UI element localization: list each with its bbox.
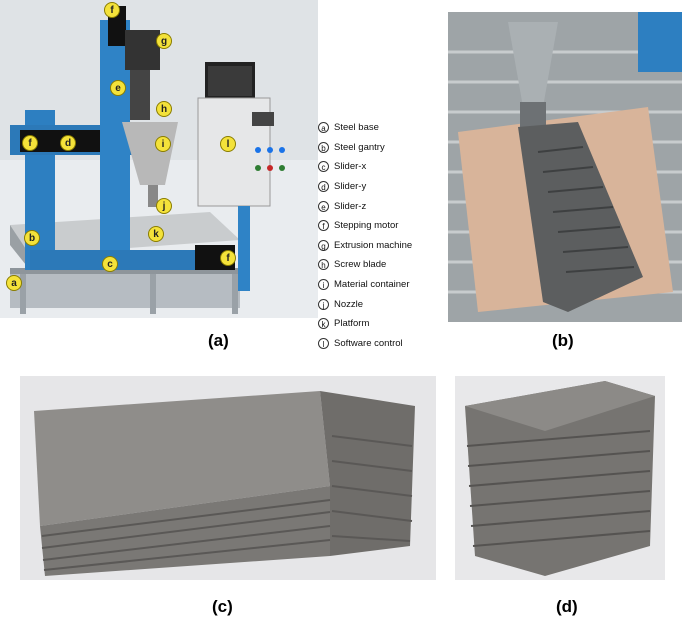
legend-letter: b [318, 141, 329, 153]
legend-letter: l [318, 337, 329, 349]
caption-b: (b) [552, 331, 574, 350]
legend-letter: h [318, 259, 329, 271]
legend-letter: f [318, 220, 329, 232]
legend-label: Steel base [334, 122, 379, 134]
callout-k: k [148, 226, 164, 242]
legend-letter: a [318, 122, 329, 134]
caption-d: (d) [556, 597, 578, 616]
legend-item: f Stepping motor [318, 216, 458, 236]
legend-label: Material container [334, 279, 410, 291]
legend-letter: j [318, 298, 329, 310]
legend-label: Stepping motor [334, 220, 399, 232]
printing-illustration [448, 12, 682, 322]
legend-label: Slider-z [334, 200, 367, 212]
photo-printed-block-short [455, 376, 665, 580]
callout-a: a [6, 275, 22, 291]
callout-f-right: f [220, 250, 236, 266]
legend-letter: i [318, 279, 329, 291]
legend-label: Software control [334, 337, 403, 349]
block-short-illustration [455, 376, 665, 580]
legend-item: c Slider-x [318, 157, 458, 177]
caption-a: (a) [208, 331, 229, 350]
callout-e: e [110, 80, 126, 96]
caption-c: (c) [212, 597, 233, 616]
legend-label: Extrusion machine [334, 239, 413, 251]
legend-item: j Nozzle [318, 294, 458, 314]
legend-item: e Slider-z [318, 196, 458, 216]
legend-item: d Slider-y [318, 177, 458, 197]
callout-f-left: f [22, 135, 38, 151]
photo-printing-process [448, 12, 682, 322]
legend-label: Platform [334, 318, 370, 330]
legend-label: Screw blade [334, 259, 387, 271]
legend-item: a Steel base [318, 118, 458, 138]
callout-f-top: f [104, 2, 120, 18]
legend-item: g Extrusion machine [318, 236, 458, 256]
legend-item: h Screw blade [318, 255, 458, 275]
legend-letter: g [318, 239, 329, 251]
legend-letter: e [318, 200, 329, 212]
photo-printed-block-long [20, 376, 436, 580]
legend-item: l Software control [318, 334, 458, 354]
callout-l: l [220, 136, 236, 152]
callout-b: b [24, 230, 40, 246]
legend-letter: c [318, 161, 329, 173]
printer-illustration [0, 0, 318, 318]
callout-d: d [60, 135, 76, 151]
legend-label: Nozzle [334, 298, 364, 310]
legend-item: k Platform [318, 314, 458, 334]
legend-item: i Material container [318, 275, 458, 295]
block-long-illustration [20, 376, 436, 580]
legend-letter: k [318, 318, 329, 330]
callout-j: j [156, 198, 172, 214]
photo-printer-apparatus: f g e h f d i l j k b f c a [0, 0, 318, 318]
legend-label: Steel gantry [334, 141, 385, 153]
legend-label: Slider-x [334, 161, 367, 173]
callout-g: g [156, 33, 172, 49]
callout-h: h [156, 101, 172, 117]
legend-letter: d [318, 181, 329, 193]
callout-i: i [155, 136, 171, 152]
callout-c: c [102, 256, 118, 272]
legend-item: b Steel gantry [318, 138, 458, 158]
legend-label: Slider-y [334, 181, 367, 193]
